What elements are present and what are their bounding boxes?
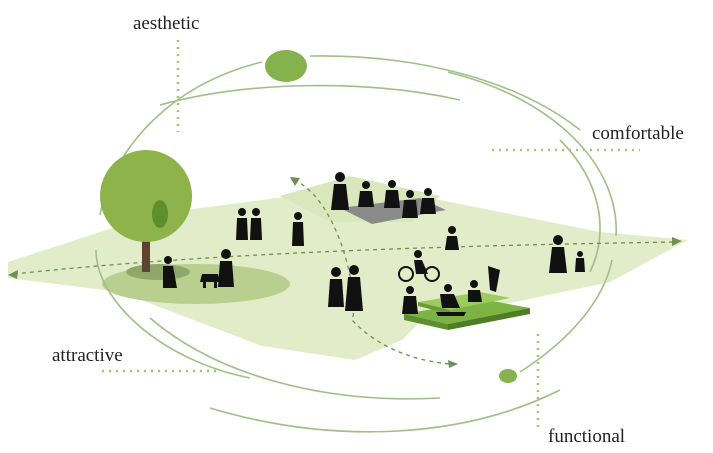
label-guides xyxy=(102,40,640,428)
tree-shade-core xyxy=(126,264,190,280)
path-arrowheads xyxy=(8,177,682,368)
orbit-node-large xyxy=(265,50,307,82)
people-silhouettes xyxy=(163,172,585,316)
movement-paths xyxy=(13,179,677,365)
seating-platform xyxy=(340,198,446,224)
label-aesthetic: aesthetic xyxy=(133,13,200,34)
label-comfortable: comfortable xyxy=(592,123,684,144)
label-functional: functional xyxy=(548,426,626,447)
podium xyxy=(404,292,530,330)
tree xyxy=(100,150,192,272)
label-attractive: attractive xyxy=(52,345,123,366)
orbit-node-small xyxy=(499,369,517,383)
